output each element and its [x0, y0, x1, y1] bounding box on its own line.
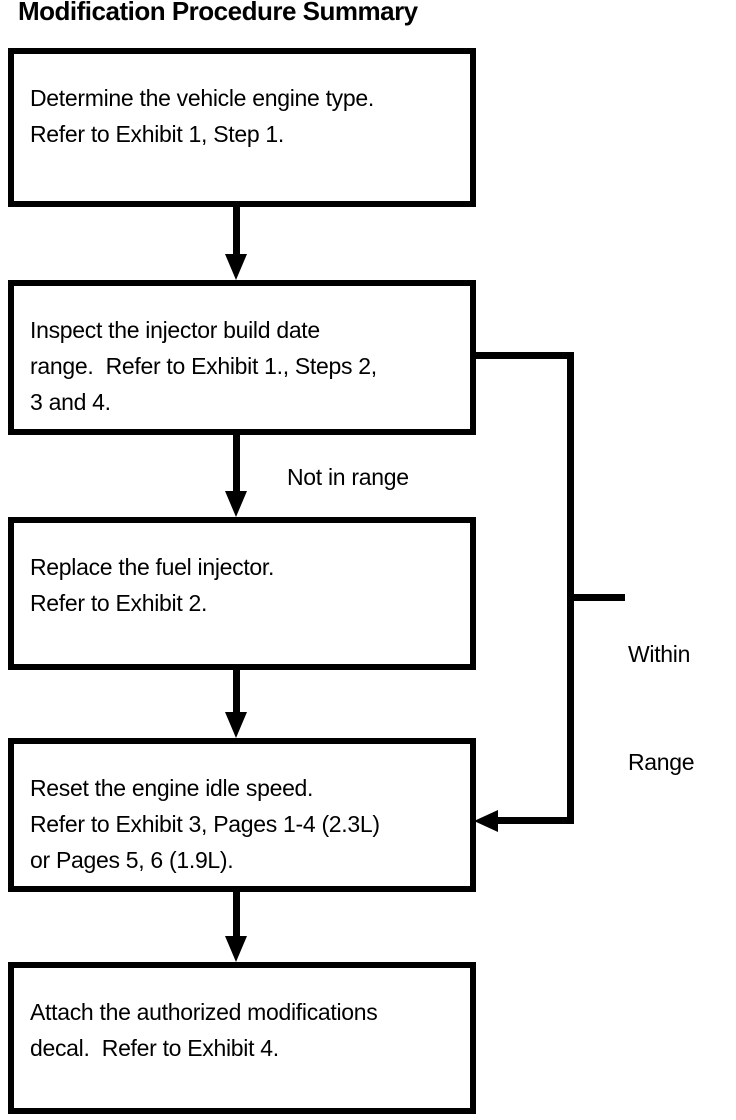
step-text-line: Replace the fuel injector. [30, 554, 275, 580]
step-text-line: range. Refer to Exhibit 1., Steps 2, [30, 353, 377, 379]
step-text-line: Refer to Exhibit 1, Step 1. [30, 121, 284, 147]
arrow-step4-to-step5-head-icon [225, 936, 247, 962]
step-text-line: decal. Refer to Exhibit 4. [30, 1035, 279, 1061]
arrow-step4-to-step5-shaft [233, 892, 240, 938]
step-text-line: Refer to Exhibit 3, Pages 1-4 (2.3L) [30, 811, 380, 837]
step-text-line: 3 and 4. [30, 389, 111, 415]
within-range-label: Within Range [628, 564, 695, 852]
arrow-step3-to-step4-head-icon [225, 712, 247, 738]
bypass-label-tick [567, 594, 625, 601]
bypass-arrow-head-icon [474, 810, 498, 832]
bypass-exit-segment [470, 352, 574, 359]
arrow-step2-to-step3-shaft [233, 435, 240, 493]
step-text-line: Reset the engine idle speed. [30, 775, 314, 801]
page-title: Modification Procedure Summary [18, 0, 418, 26]
arrow-step2-to-step3-head-icon [225, 491, 247, 517]
within-range-label-line: Within [628, 641, 691, 667]
step-text-line: Inspect the injector build date [30, 317, 320, 343]
bypass-entry-segment [494, 817, 574, 824]
arrow-step1-to-step2-head-icon [225, 254, 247, 280]
not-in-range-label: Not in range [287, 464, 409, 490]
flow-step-inspect-injector-build-date: Inspect the injector build date range. R… [8, 280, 476, 435]
arrow-step3-to-step4-shaft [233, 670, 240, 714]
flow-step-reset-engine-idle-speed: Reset the engine idle speed. Refer to Ex… [8, 738, 476, 892]
step-text-line: Attach the authorized modifications [30, 999, 378, 1025]
step-text-line: Determine the vehicle engine type. [30, 85, 374, 111]
within-range-label-line: Range [628, 749, 695, 775]
flow-step-replace-fuel-injector: Replace the fuel injector. Refer to Exhi… [8, 517, 476, 670]
flow-step-determine-engine-type: Determine the vehicle engine type. Refer… [8, 48, 476, 207]
step-text-line: Refer to Exhibit 2. [30, 590, 208, 616]
step-text-line: or Pages 5, 6 (1.9L). [30, 847, 234, 873]
flow-step-attach-authorized-decal: Attach the authorized modifications deca… [8, 962, 476, 1114]
bypass-vertical-segment [567, 352, 574, 824]
arrow-step1-to-step2-shaft [233, 207, 240, 256]
